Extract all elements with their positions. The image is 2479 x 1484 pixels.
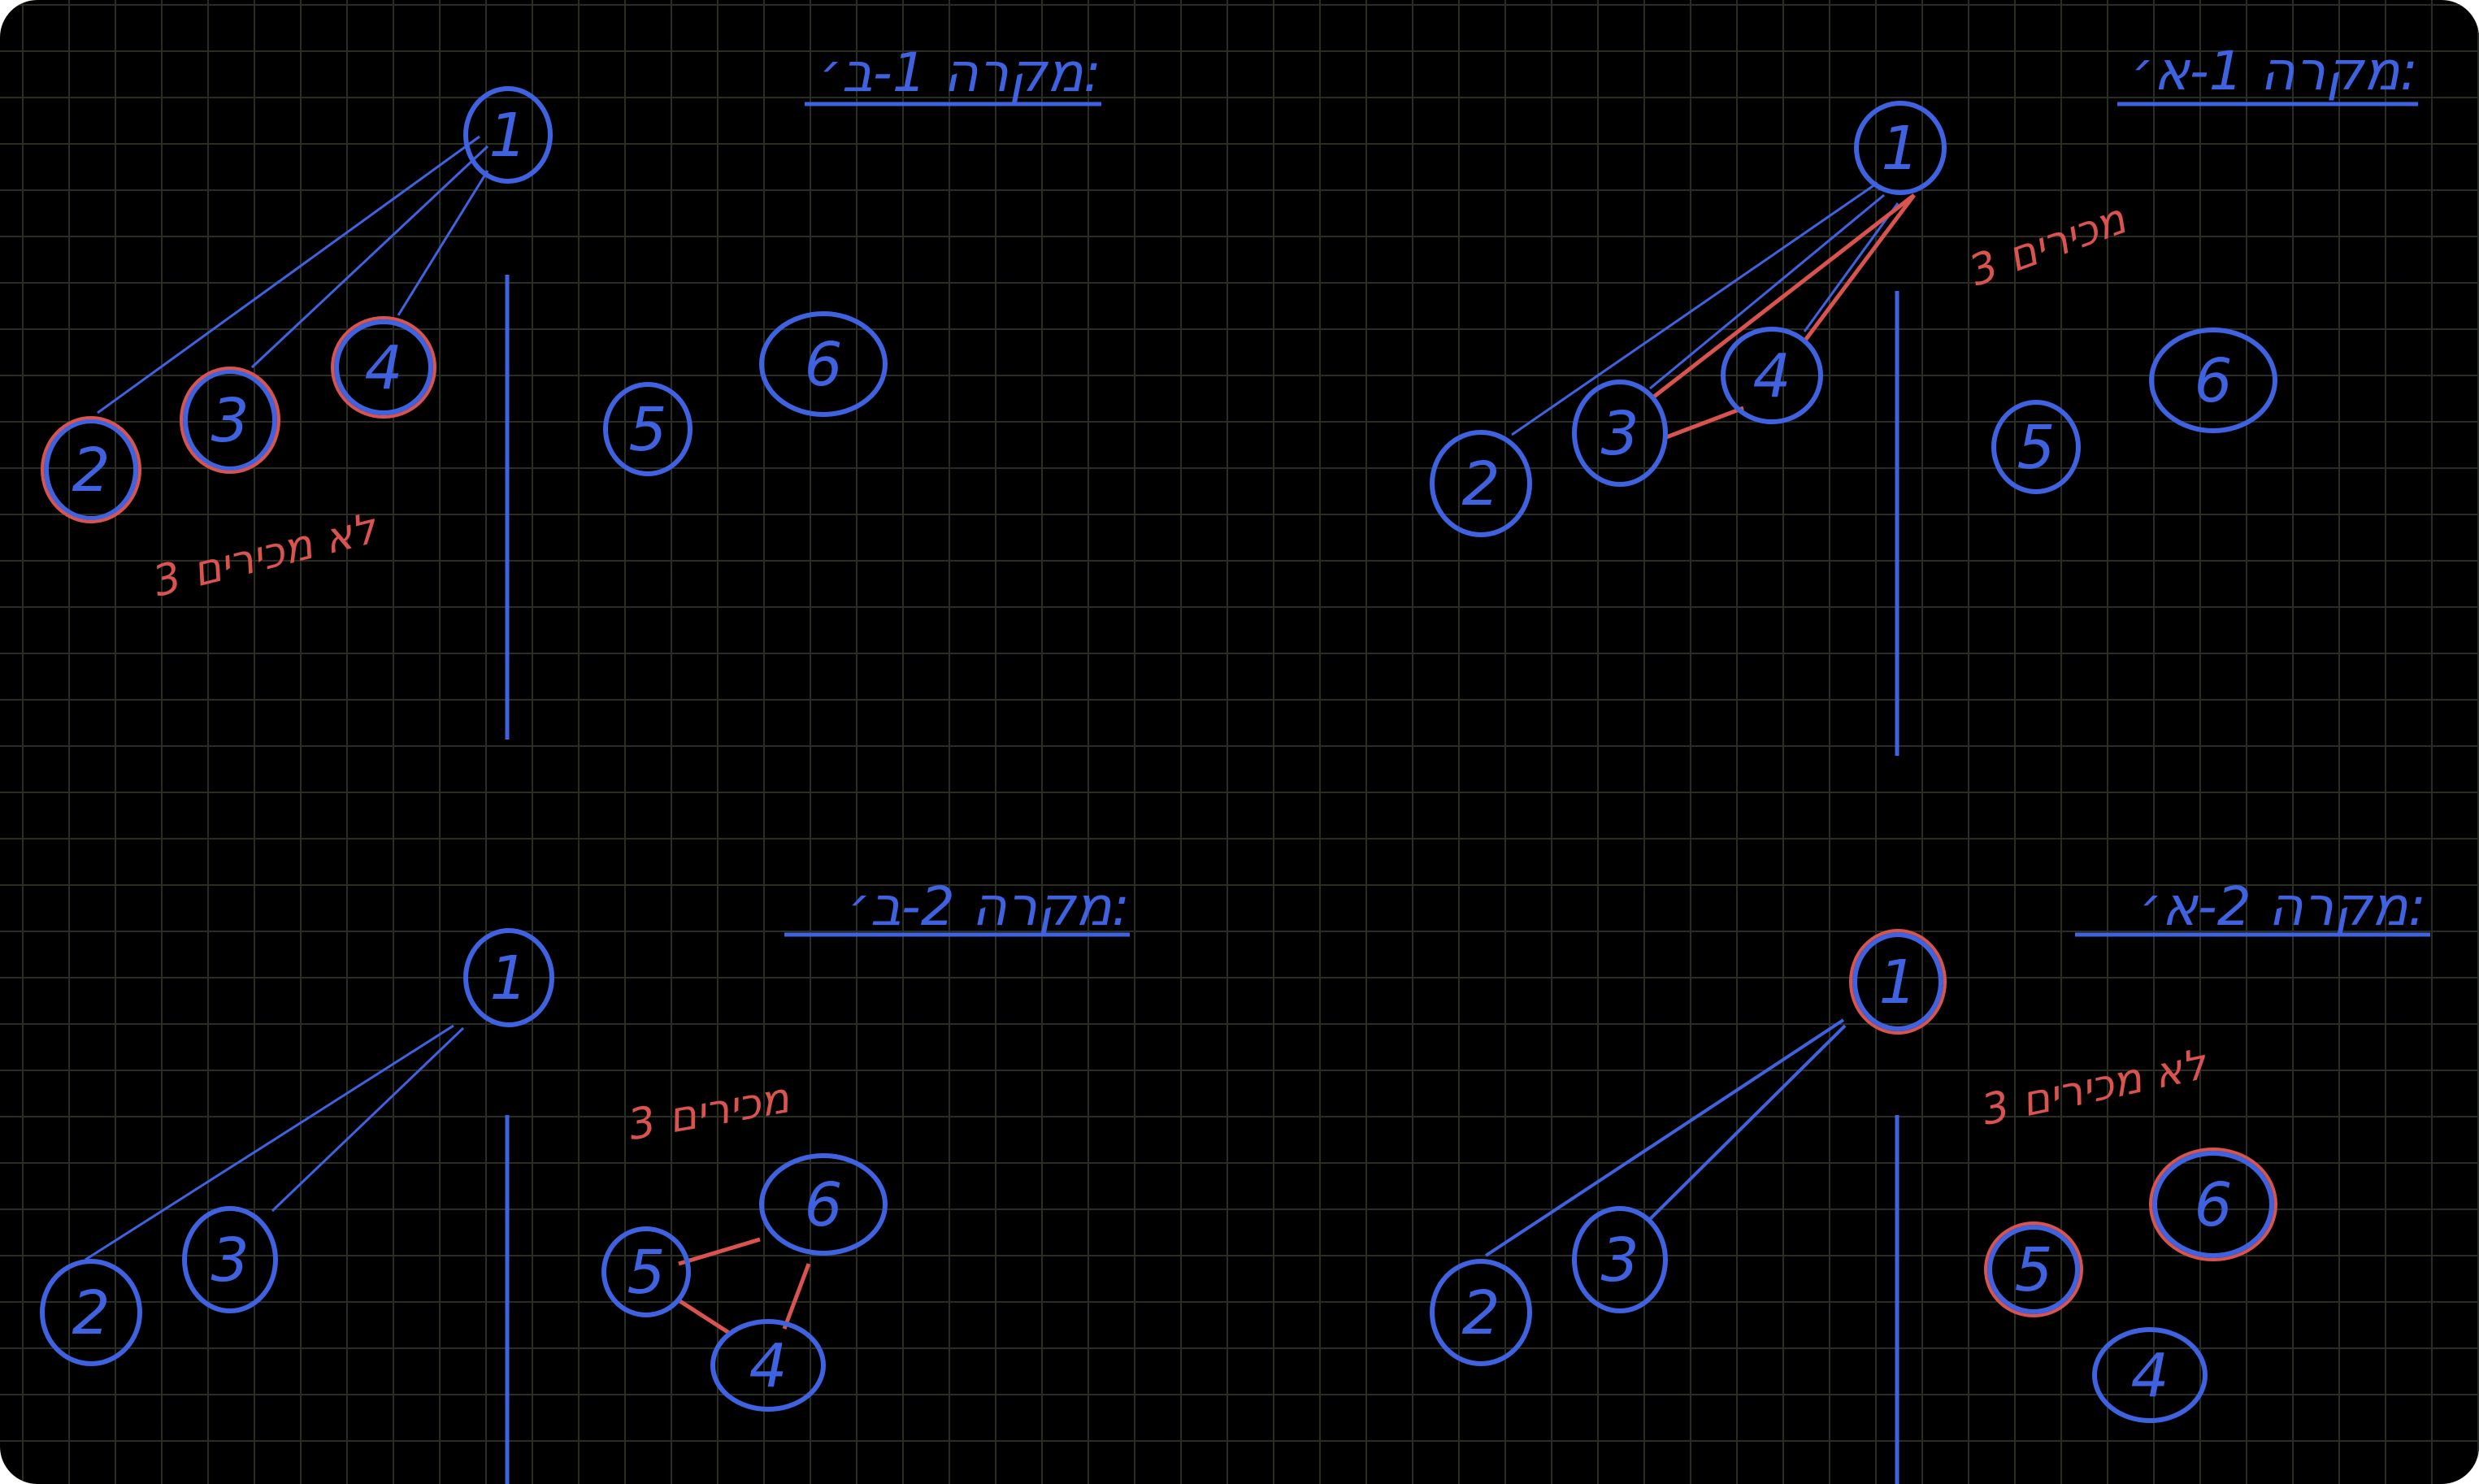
svg-text:5: 5 (2017, 413, 2055, 483)
case-1b-node-5: 5 (603, 382, 692, 476)
case-2a-node-6: 6 (2149, 1148, 2277, 1261)
case-1b-panel: מקרה 1-ב׳: 1 2 3 4 5 (41, 41, 1101, 740)
case-2b-edges (85, 1024, 811, 1337)
svg-text:1: 1 (488, 101, 527, 171)
case-2b-node-4: 4 (710, 1319, 826, 1412)
case-1b-title: מקרה 1-ב׳: (819, 41, 1101, 104)
case-1a-node-6: 6 (2149, 328, 2277, 433)
case-2a-edges (1484, 1018, 1847, 1257)
case-1b-node-4: 4 (331, 316, 436, 419)
case-1a-node-1: 1 (1854, 101, 1947, 195)
case-1b-edges (97, 135, 489, 414)
case-1a-node-5: 5 (1991, 400, 2081, 494)
svg-text:2: 2 (1461, 1278, 1500, 1348)
svg-text:1: 1 (1881, 114, 1919, 184)
svg-text:1: 1 (1878, 948, 1917, 1018)
case-1a-node-2: 2 (1430, 430, 1532, 537)
case-2a-node-1: 1 (1849, 929, 1947, 1035)
case-1a-title: מקרה 1-א׳: (2131, 40, 2418, 102)
case-2b-node-1: 1 (463, 928, 554, 1027)
case-2b-annotation: 3 מכירים (625, 1074, 795, 1150)
svg-text:4: 4 (1752, 341, 1791, 411)
case-2a-title: מקרה 2-א׳: (2139, 875, 2426, 938)
case-1b-annotation: 3 לא מכירים (149, 504, 384, 607)
svg-text:3: 3 (1600, 1226, 1639, 1295)
svg-text:4: 4 (749, 1331, 787, 1401)
svg-text:5: 5 (2014, 1235, 2052, 1305)
svg-text:3: 3 (211, 386, 249, 456)
case-1a-edges (1511, 181, 1916, 440)
case-2b-panel: מקרה 2-ב׳: 1 2 3 4 5 (40, 875, 1130, 1484)
svg-text:6: 6 (804, 1170, 842, 1240)
svg-text:3: 3 (1600, 399, 1639, 469)
svg-text:2: 2 (72, 1278, 110, 1348)
case-2b-node-2: 2 (40, 1259, 142, 1366)
case-1b-node-6: 6 (759, 311, 888, 417)
case-1a-node-3: 3 (1572, 380, 1668, 487)
case-2a-node-3: 3 (1572, 1206, 1668, 1313)
case-1b-node-1: 1 (463, 86, 553, 184)
case-2b-node-5: 5 (601, 1226, 691, 1317)
case-2a-node-4: 4 (2092, 1327, 2208, 1423)
svg-text:6: 6 (2194, 346, 2232, 416)
svg-text:5: 5 (627, 1238, 665, 1308)
svg-text:2: 2 (1461, 449, 1500, 519)
svg-text:4: 4 (364, 333, 402, 403)
svg-text:2: 2 (72, 436, 110, 506)
case-1a-panel: מקרה 1-א׳: 1 2 3 4 5 (1430, 40, 2418, 756)
case-1b-node-3: 3 (180, 367, 280, 474)
case-2a-node-5: 5 (1984, 1221, 2083, 1317)
svg-text:4: 4 (2130, 1341, 2169, 1411)
svg-text:5: 5 (628, 395, 666, 465)
svg-text:6: 6 (804, 330, 842, 400)
case-1a-node-4: 4 (1721, 327, 1823, 424)
svg-text:6: 6 (2194, 1170, 2232, 1240)
svg-text:1: 1 (489, 944, 527, 1013)
case-2b-node-6: 6 (759, 1153, 888, 1256)
case-2b-node-3: 3 (182, 1206, 278, 1313)
svg-text:3: 3 (211, 1226, 249, 1295)
case-2a-annotation: 3 לא מכירים (1978, 1039, 2212, 1135)
case-1b-node-2: 2 (41, 416, 141, 523)
case-2a-node-2: 2 (1430, 1259, 1532, 1366)
case-2a-panel: מקרה 2-א׳: 1 2 3 4 5 (1430, 875, 2430, 1484)
case-2b-title: מקרה 2-ב׳: (848, 875, 1130, 938)
